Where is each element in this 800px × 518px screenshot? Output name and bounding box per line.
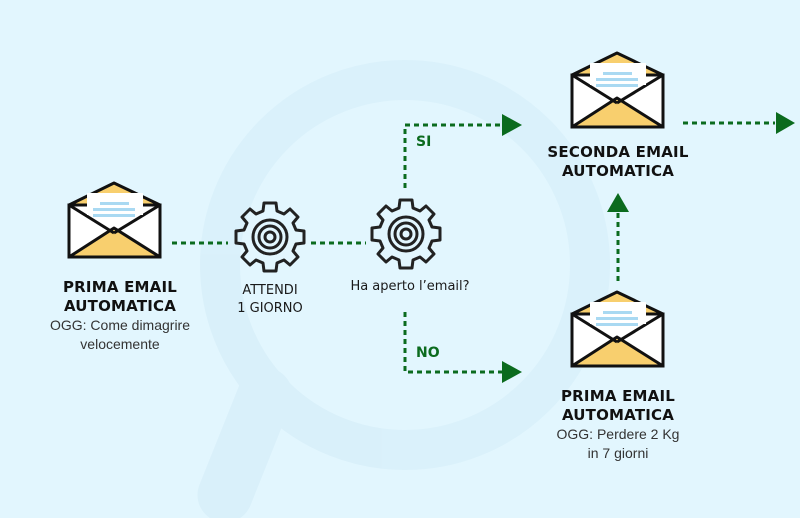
wait-line-1: ATTENDI (242, 283, 298, 298)
branch-yes-label: SI (416, 134, 432, 150)
connector-no (403, 312, 503, 374)
alt-email-subject-2: in 7 giorni (587, 445, 649, 461)
alt-email-title-2: AUTOMATICA (561, 406, 675, 424)
wait-line-2: 1 GIORNO (237, 301, 303, 316)
first-email-label: PRIMA EMAIL AUTOMATICA OGG: Come dimagri… (20, 278, 220, 354)
first-email-title-2: AUTOMATICA (63, 297, 177, 315)
decision-question: Ha aperto l’email? (350, 279, 470, 294)
wait-label: ATTENDI 1 GIORNO (210, 282, 330, 318)
arrowhead-no-icon (502, 361, 522, 383)
arrowhead-out-icon (776, 112, 795, 134)
arrowheads (502, 112, 795, 383)
second-email-label: SECONDA EMAIL AUTOMATICA (508, 143, 728, 181)
first-email-title-1: PRIMA EMAIL (62, 278, 177, 296)
second-email-title-1: SECONDA EMAIL (547, 143, 689, 161)
first-email-envelope-icon (67, 181, 162, 259)
second-email-title-2: AUTOMATICA (561, 162, 675, 180)
alt-email-title-1: PRIMA EMAIL (560, 387, 675, 405)
connectors (172, 121, 775, 374)
first-email-subject-1: OGG: Come dimagrire (49, 317, 191, 333)
wait-gear-icon (234, 201, 306, 273)
connector-yes (403, 123, 503, 188)
first-email-subject-2: velocemente (80, 336, 160, 352)
branch-no-label: NO (416, 345, 440, 361)
alt-email-label: PRIMA EMAIL AUTOMATICA OGG: Perdere 2 Kg… (518, 387, 718, 463)
arrowhead-up-icon (607, 193, 629, 212)
arrowhead-yes-icon (502, 114, 522, 136)
second-email-envelope-icon (570, 51, 665, 129)
decision-gear-icon (370, 198, 442, 270)
alt-email-subject-1: OGG: Perdere 2 Kg (556, 426, 680, 442)
decision-label: Ha aperto l’email? (330, 278, 490, 296)
magnifier-watermark-icon (197, 60, 610, 518)
